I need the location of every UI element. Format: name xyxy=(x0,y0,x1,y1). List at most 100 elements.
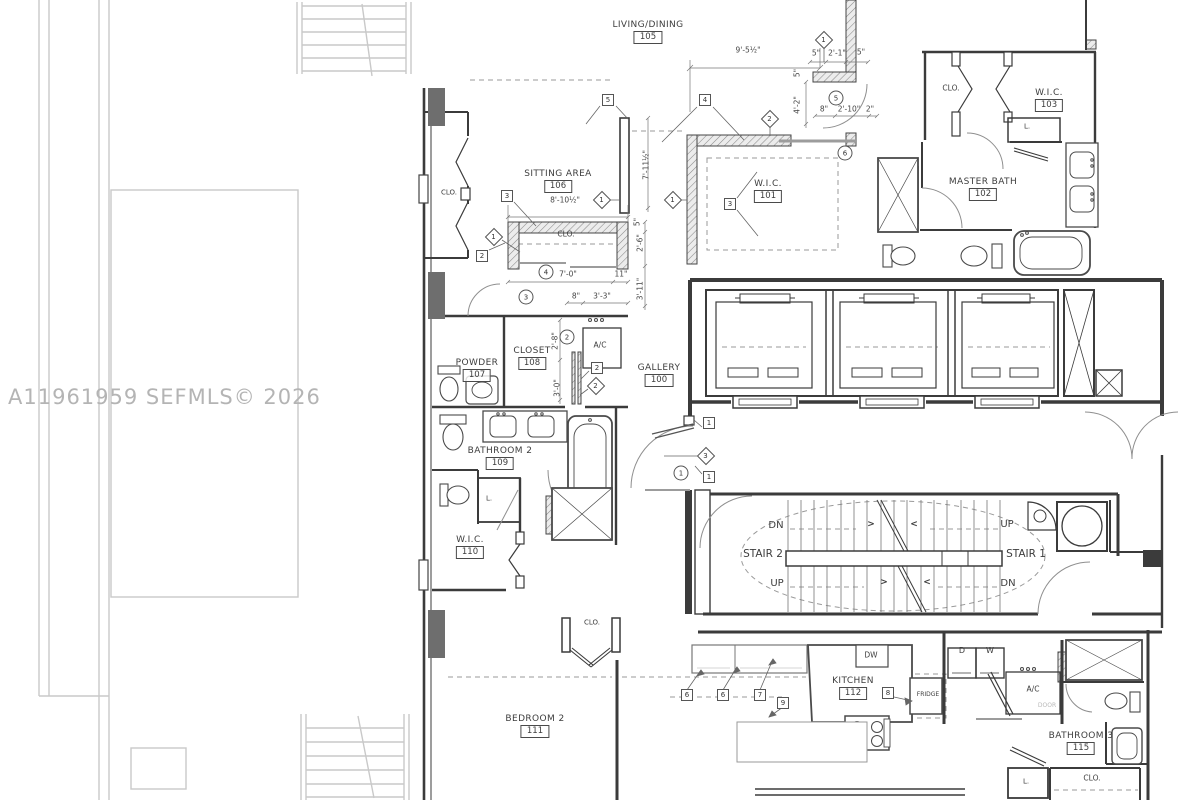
column xyxy=(428,88,445,126)
label-dw: DW xyxy=(864,650,878,660)
room-number: 112 xyxy=(838,687,868,700)
room-name: W.I.C. xyxy=(456,535,484,545)
label-label: > xyxy=(867,519,875,530)
vanity-master xyxy=(1065,142,1099,228)
leader-lines xyxy=(488,48,913,718)
label-a-c: A/C xyxy=(593,340,607,350)
keynote-number: 1 xyxy=(821,36,827,44)
label-l: L. xyxy=(1023,122,1031,131)
room-name: MASTER BATH xyxy=(948,177,1018,187)
label-d: D xyxy=(958,646,966,655)
keynote-square-6: 6 xyxy=(681,689,693,701)
dimension-text: 5" xyxy=(632,217,642,227)
keynote-number: 7 xyxy=(757,691,763,699)
label-clo: CLO. xyxy=(1083,773,1101,783)
label-l: L. xyxy=(1022,777,1030,786)
toilet-powder xyxy=(437,365,461,402)
ac-unit-closet108-vents xyxy=(588,318,604,322)
keynote-diamond-2: 2 xyxy=(760,109,780,129)
keynote-square-5: 5 xyxy=(602,94,614,106)
room-name: SITTING AREA xyxy=(524,169,592,179)
label-a-c: A/C xyxy=(1026,684,1040,694)
room-name: BATHROOM 2 xyxy=(467,446,533,456)
room-number: 101 xyxy=(753,190,783,203)
room-name: BEDROOM 2 xyxy=(505,714,565,724)
keynote-number: 1 xyxy=(599,196,605,204)
dimension-text: 7'-11½" xyxy=(641,150,651,180)
column xyxy=(428,610,445,658)
kitchen-counter xyxy=(691,644,808,674)
keynote-number: 1 xyxy=(678,469,684,477)
room-label-101: W.I.C.101 xyxy=(753,179,783,203)
keynote-circle-2: 2 xyxy=(559,329,575,345)
keynote-circle-3: 3 xyxy=(518,289,534,305)
adjacent-structure-lines xyxy=(38,0,412,800)
window xyxy=(418,559,429,591)
keynote-square-3: 3 xyxy=(724,198,736,210)
vanity-bath2 xyxy=(482,410,568,443)
toilet-bath3 xyxy=(1104,691,1141,713)
room-name: LIVING/DINING xyxy=(612,20,684,30)
room-number: 110 xyxy=(455,546,485,559)
columns-windows xyxy=(418,88,445,658)
keynote-number: 2 xyxy=(564,333,570,341)
room-name: CLOSET xyxy=(513,346,551,356)
keynote-square-2: 2 xyxy=(591,362,603,374)
room-number: 100 xyxy=(644,374,674,387)
sink-powder xyxy=(465,375,499,405)
room-number: 111 xyxy=(520,725,550,738)
fixtures xyxy=(437,142,1143,765)
keynote-diamond-1: 1 xyxy=(592,190,612,210)
room-number: 107 xyxy=(462,369,492,382)
keynote-number: 4 xyxy=(702,96,708,104)
dimension-text: 8" xyxy=(571,291,581,301)
keynote-number: 5 xyxy=(833,94,839,102)
shower-bath2 xyxy=(551,487,613,541)
label-label: > xyxy=(880,577,888,588)
label-w: W xyxy=(986,646,994,655)
label-up: UP xyxy=(1000,519,1014,530)
dimension-text: 8'-10½" xyxy=(550,195,580,205)
dimension-text: 3'-3" xyxy=(593,291,611,301)
keynote-circle-5: 5 xyxy=(828,90,844,106)
room-number: 102 xyxy=(968,188,998,201)
room-name: KITCHEN xyxy=(832,676,874,686)
shower-bath3 xyxy=(1065,639,1143,681)
keynote-circle-1: 1 xyxy=(673,465,689,481)
counter-lower xyxy=(736,721,868,763)
keynote-square-3: 3 xyxy=(501,190,513,202)
keynote-number: 1 xyxy=(491,233,497,241)
keynote-number: 9 xyxy=(780,699,786,707)
keynote-number: 5 xyxy=(605,96,611,104)
label-door: DOOR xyxy=(1037,702,1057,709)
label-fridge: FRIDGE xyxy=(916,691,940,698)
dimension-text: 7'-0" xyxy=(559,269,577,279)
dimension-text: 2'-1" xyxy=(828,48,846,58)
keynote-number: 2 xyxy=(767,115,773,123)
keynote-number: 2 xyxy=(593,382,599,390)
label-stair-1: STAIR 1 xyxy=(1006,547,1046,560)
room-name: BATHROOM 3 xyxy=(1048,731,1114,741)
keynote-number: 3 xyxy=(504,192,510,200)
toilet-master xyxy=(882,244,916,268)
keynote-number: 8 xyxy=(885,689,891,697)
keynote-diamond-1: 1 xyxy=(484,227,504,247)
room-name: W.I.C. xyxy=(754,179,782,189)
bidet-master xyxy=(960,243,1003,269)
dimension-text: 11" xyxy=(614,269,628,279)
keynote-number: 1 xyxy=(706,419,712,427)
label-l: L. xyxy=(485,494,493,503)
label-dn: DN xyxy=(768,520,784,531)
keynote-number: 6 xyxy=(842,149,848,157)
room-label-110: W.I.C.110 xyxy=(455,535,485,559)
bathtub-master xyxy=(1013,230,1091,276)
